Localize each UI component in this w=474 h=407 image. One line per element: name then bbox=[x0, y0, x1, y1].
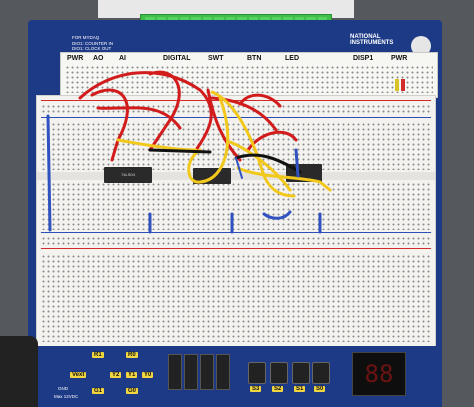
header-label: PWR bbox=[391, 55, 408, 62]
slide-switch[interactable] bbox=[184, 354, 198, 390]
rail-blue-top bbox=[41, 117, 431, 118]
rail-holes bbox=[41, 236, 431, 246]
label-gnd: GND bbox=[58, 386, 68, 391]
slide-switch[interactable] bbox=[216, 354, 230, 390]
red-wire bbox=[206, 88, 242, 162]
slide-switch[interactable] bbox=[168, 354, 182, 390]
label-r0: R0 bbox=[126, 352, 138, 358]
ic-chip: 74LS04 bbox=[104, 167, 152, 183]
label-g1: G1 bbox=[92, 388, 105, 394]
label-s0: S0 bbox=[314, 386, 326, 392]
breadboard bbox=[36, 95, 436, 349]
label-vext: Vext bbox=[70, 372, 87, 378]
yellow-wire bbox=[228, 140, 292, 192]
led-yellow bbox=[395, 79, 399, 91]
push-button[interactable] bbox=[248, 362, 266, 384]
header-holes bbox=[65, 65, 433, 93]
blue-wire bbox=[294, 148, 300, 178]
label-y2: Y2 bbox=[110, 372, 122, 378]
rail-holes bbox=[41, 104, 431, 114]
label-voltage: Max 12VDC bbox=[54, 394, 79, 399]
label-s1: S1 bbox=[294, 386, 306, 392]
label-s2: S2 bbox=[272, 386, 284, 392]
header-label: BTN bbox=[247, 55, 262, 62]
header-label: AI bbox=[119, 55, 126, 62]
info-line: DIO1: CLOCK OUT bbox=[72, 46, 112, 51]
badge-icon bbox=[411, 36, 431, 56]
black-wire bbox=[234, 153, 302, 174]
yellow-wire bbox=[236, 166, 332, 192]
terminal-holes-bottom bbox=[41, 182, 431, 230]
red-wire bbox=[90, 88, 129, 162]
brand-text: NATIONAL INSTRUMENTS bbox=[350, 34, 394, 46]
header-label: LED bbox=[285, 55, 299, 62]
chip-label: 74LS04 bbox=[121, 172, 135, 177]
info-line: DIO1: COUNTER IN bbox=[72, 40, 114, 46]
lower-breadboard-holes bbox=[41, 254, 431, 342]
board-info: FOR MYDAQ DIO1: COUNTER IN DIO1: CLOCK O… bbox=[72, 35, 113, 52]
label-s3: S3 bbox=[250, 386, 262, 392]
center-channel bbox=[37, 172, 435, 180]
push-button[interactable] bbox=[312, 362, 330, 384]
header-label: DISP1 bbox=[353, 55, 374, 62]
red-wire bbox=[78, 71, 213, 152]
info-line: FOR MYDAQ bbox=[72, 35, 100, 40]
top-enclosure bbox=[98, 0, 354, 18]
display-digits: 88 bbox=[364, 360, 394, 388]
push-button[interactable] bbox=[270, 362, 288, 384]
rail-red-mid bbox=[41, 248, 431, 249]
rail-blue-mid bbox=[41, 232, 431, 233]
header-label: DIGITAL bbox=[163, 55, 191, 62]
header-label: AO bbox=[93, 55, 104, 62]
label-y1: Y1 bbox=[126, 372, 138, 378]
yellow-wire bbox=[210, 90, 296, 198]
label-r1: R1 bbox=[92, 352, 104, 358]
push-button[interactable] bbox=[292, 362, 310, 384]
label-y0: Y0 bbox=[142, 372, 154, 378]
blue-wire bbox=[235, 157, 243, 179]
black-wire bbox=[148, 148, 212, 154]
red-wire bbox=[96, 106, 182, 130]
ni-logo: NATIONAL INSTRUMENTS bbox=[350, 34, 414, 46]
header-label: PWR bbox=[67, 55, 84, 62]
slide-switch[interactable] bbox=[200, 354, 214, 390]
label-g0: G0 bbox=[126, 388, 139, 394]
red-wire bbox=[238, 93, 282, 108]
power-cable bbox=[0, 336, 38, 407]
blue-wire bbox=[46, 114, 52, 232]
rail-red-top bbox=[41, 100, 431, 101]
yellow-wire bbox=[187, 96, 230, 184]
led-red bbox=[401, 79, 405, 91]
header-label: SWT bbox=[208, 55, 224, 62]
seven-segment-display: 88 bbox=[352, 352, 406, 396]
blue-wire bbox=[262, 210, 292, 220]
